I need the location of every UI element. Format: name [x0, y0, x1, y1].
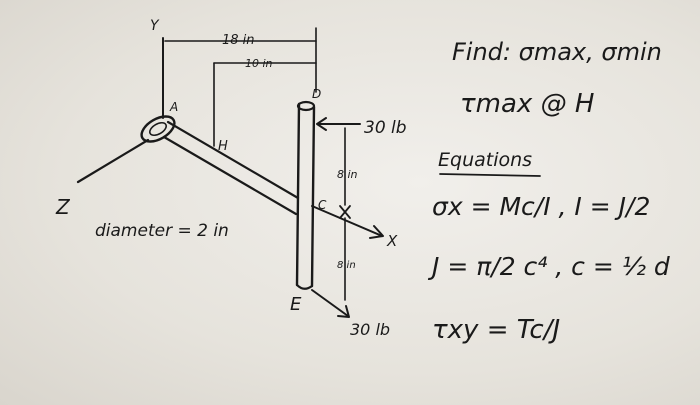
point-e-label: E — [290, 294, 302, 315]
diameter-note: diameter = 2 in — [95, 221, 229, 241]
force-bottom-arrow-line — [311, 289, 349, 317]
point-h-label: H — [218, 139, 228, 154]
dimension-18-label: 18 in — [222, 33, 255, 48]
shaft-ad-edge-top — [166, 120, 300, 200]
arm-bottom-cap — [295, 283, 314, 290]
equation-1: σx = Mc/I , I = J/2 — [432, 192, 650, 221]
dimension-8-top-label: 8 in — [337, 168, 358, 181]
find-line-2: τmax @ H — [460, 89, 594, 119]
equation-2: J = π/2 c⁴ , c = ½ d — [427, 252, 670, 281]
z-axis-label: Z — [55, 195, 71, 219]
dimension-10-label: 10 in — [245, 57, 273, 70]
shaft-ad-edge-bottom — [162, 135, 298, 216]
z-axis-line — [76, 138, 150, 184]
force-bottom-arrowhead — [337, 305, 350, 318]
x-axis-crossmark — [339, 205, 351, 219]
support-disc — [140, 115, 176, 143]
support-disc-inner — [149, 121, 167, 137]
x-axis-line — [311, 205, 383, 237]
point-c-label: C — [318, 198, 327, 212]
equations-heading-underline — [439, 173, 541, 177]
point-d-label: D — [312, 87, 321, 101]
point-a-label: A — [169, 100, 178, 114]
force-top-label: 30 lb — [364, 118, 407, 138]
y-axis-label: Y — [150, 18, 160, 34]
find-line-1: Find: σmax, σmin — [452, 38, 662, 66]
x-axis-arrowhead — [369, 225, 384, 239]
arm-de-edge-left — [295, 102, 301, 287]
force-top-arrowhead — [316, 117, 327, 131]
arm-top-cap — [296, 100, 316, 112]
force-bottom-label: 30 lb — [350, 320, 390, 339]
dimension-8-bottom-label: 8 in — [337, 260, 356, 271]
x-axis-label: X — [386, 232, 398, 250]
equations-heading: Equations — [438, 149, 532, 171]
equation-3: τxy = Tc/J — [432, 315, 560, 345]
arm-de-edge-right — [310, 105, 316, 288]
